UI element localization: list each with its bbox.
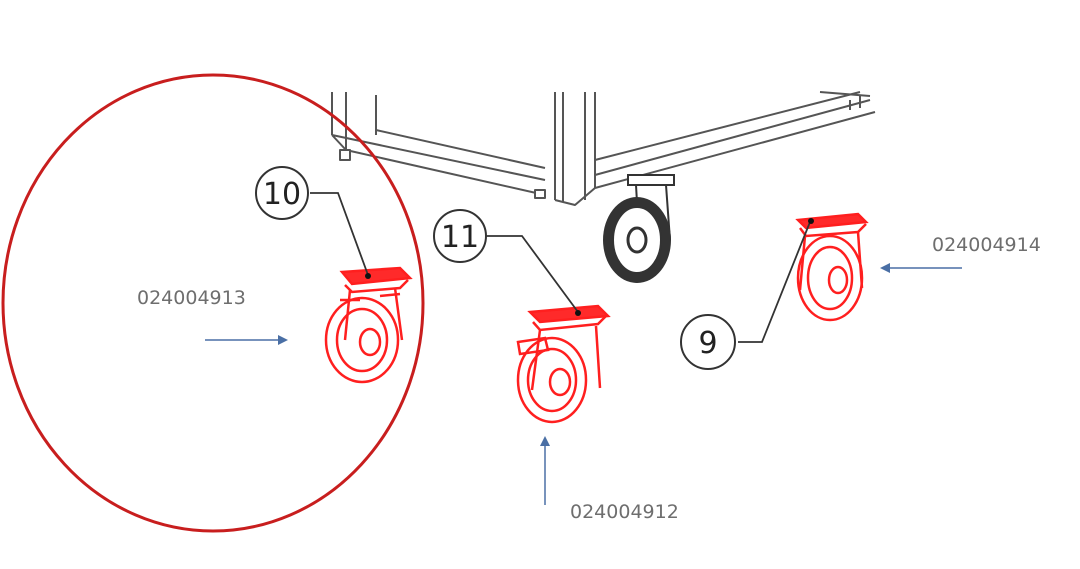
leader-9 bbox=[738, 221, 811, 343]
caster-9 bbox=[795, 212, 869, 322]
callout-10-badge: 10 bbox=[255, 166, 309, 220]
leader-11 bbox=[486, 235, 579, 313]
callout-9-badge: 9 bbox=[680, 314, 736, 370]
callout-leaders bbox=[310, 192, 811, 343]
trolley-frame bbox=[331, 91, 876, 206]
callout-10-number: 10 bbox=[263, 177, 301, 212]
caster-11 bbox=[516, 304, 611, 424]
caster-10 bbox=[324, 266, 413, 384]
part-code-024004913: 024004913 bbox=[137, 287, 246, 309]
highlight-circle bbox=[1, 73, 425, 533]
part-code-024004912: 024004912 bbox=[570, 501, 679, 523]
leader-10 bbox=[310, 192, 369, 276]
mounted-caster bbox=[603, 174, 675, 283]
callout-9-number: 9 bbox=[698, 326, 717, 361]
callout-11-badge: 11 bbox=[433, 209, 487, 263]
callout-11-number: 11 bbox=[441, 220, 479, 255]
part-code-024004914: 024004914 bbox=[932, 234, 1041, 256]
pointer-arrows bbox=[205, 263, 962, 505]
